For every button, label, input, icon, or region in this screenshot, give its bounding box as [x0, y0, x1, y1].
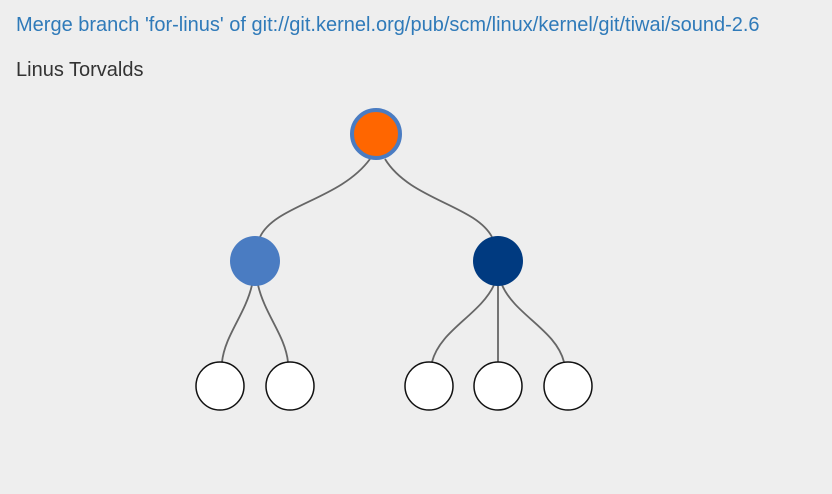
leaf-node-1[interactable] — [195, 361, 245, 411]
commit-title-link[interactable]: Merge branch 'for-linus' of git://git.ke… — [16, 14, 760, 36]
edge-root-right-child — [384, 158, 493, 238]
edge-left-child-leaf-2 — [257, 284, 289, 363]
leaf-node-3[interactable] — [404, 361, 454, 411]
leaf-node-4[interactable] — [473, 361, 523, 411]
tree-nodes — [195, 108, 593, 411]
leaf-node-2[interactable] — [265, 361, 315, 411]
edge-right-child-leaf-5 — [501, 284, 565, 363]
edge-right-child-leaf-3 — [431, 284, 495, 363]
edge-root-left-child — [259, 158, 371, 238]
left-child-node[interactable] — [230, 236, 280, 286]
root-node[interactable] — [350, 108, 402, 160]
right-child-node[interactable] — [473, 236, 523, 286]
edge-left-child-leaf-1 — [221, 284, 253, 363]
tree-edges — [221, 158, 565, 363]
commit-author: Linus Torvalds — [16, 59, 144, 81]
leaf-node-5[interactable] — [543, 361, 593, 411]
